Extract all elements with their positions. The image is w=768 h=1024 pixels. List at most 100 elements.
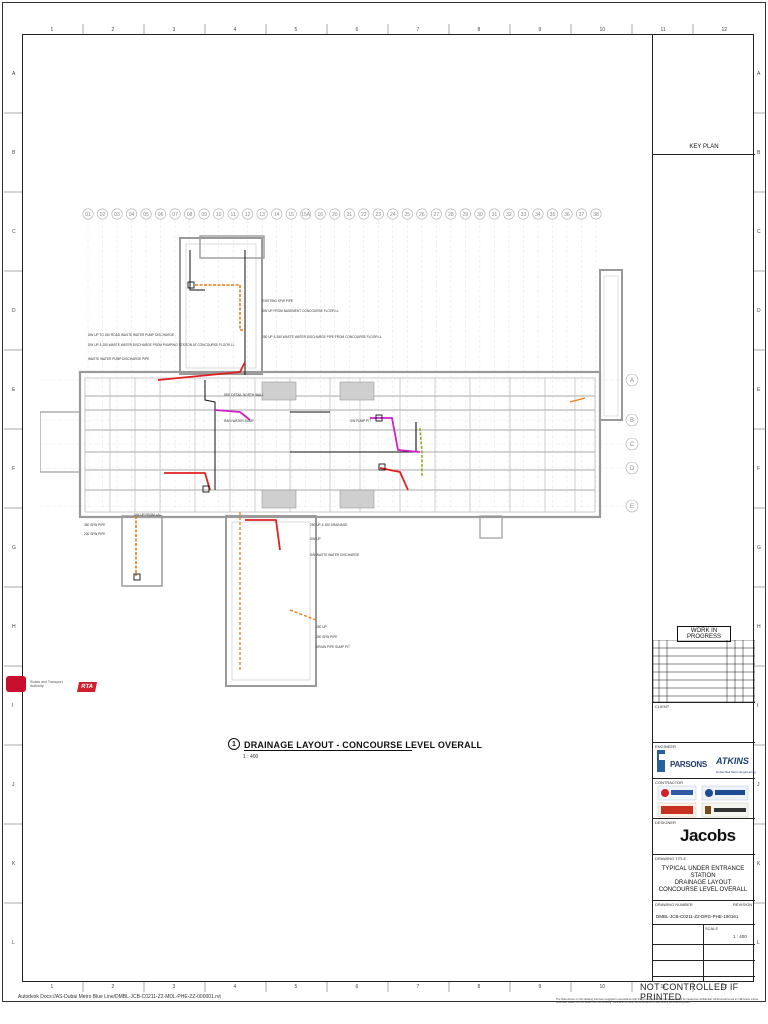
drain-pipe-orange <box>195 284 245 331</box>
axis-bubble <box>503 208 515 220</box>
callout-label: SW WASTE WATER DISCHARGE <box>310 553 359 557</box>
rta-logo: RTA <box>76 682 98 692</box>
axis-bubble <box>82 208 94 220</box>
drawing-title-label: DRAWING TITLE <box>655 856 687 861</box>
axis-bubble <box>401 208 413 220</box>
axis-bubble <box>227 208 239 220</box>
contractor-logos <box>657 785 749 818</box>
grid-row-label: F <box>12 465 16 472</box>
axis-label: 38 <box>593 212 599 218</box>
axis-label: 15 <box>288 212 294 218</box>
grid-col-label: 4 <box>233 27 237 33</box>
callout-label: DW UP TO 150 ROAD WASTE WATER PUMP DISCH… <box>88 333 174 337</box>
axis-label: 37 <box>579 212 585 218</box>
axis-bubble <box>314 208 326 220</box>
grid-col-label: 2 <box>111 984 115 990</box>
axis-bubble <box>213 208 225 220</box>
right-entrance-inner <box>603 275 619 417</box>
row-bubble <box>625 461 639 475</box>
axis-label: 08 <box>187 212 193 218</box>
grid-row-label: L <box>757 939 760 946</box>
grid-row-label: D <box>757 307 761 314</box>
grid-row-label: E <box>12 386 16 393</box>
axis-label: 28 <box>448 212 454 218</box>
view-number-bubble: 1 <box>228 738 240 750</box>
grid-col-label: 8 <box>477 984 481 990</box>
client-logo-emblem <box>6 676 26 692</box>
axis-label: 21 <box>346 212 352 218</box>
axis-label: 31 <box>492 212 498 218</box>
axis-label: 23 <box>376 212 382 218</box>
pump-pit <box>133 573 141 581</box>
south-east-stub <box>479 515 503 539</box>
axis-bubble <box>184 208 196 220</box>
file-path: Autodesk Docs://AS-Dubai Metro Blue Line… <box>18 994 221 1000</box>
axis-label: 22 <box>361 212 367 218</box>
callout-label: 250 SFW PIPE <box>316 635 337 639</box>
axis-bubble <box>387 208 399 220</box>
axis-bubble <box>300 208 312 220</box>
axis-label: 35 <box>550 212 556 218</box>
grid-row-label: H <box>757 623 761 630</box>
axis-label: 02 <box>100 212 106 218</box>
callout-label: RAIN WATER SUMP <box>224 419 254 423</box>
row-bubble <box>625 413 639 427</box>
axis-label: 24 <box>390 212 396 218</box>
axis-bubble <box>546 208 558 220</box>
atkins-logo: ATKINS <box>716 756 749 766</box>
grid-row-label: F <box>757 465 761 472</box>
axis-bubble <box>256 208 268 220</box>
callout-label: EXISTING SFW PIPE <box>262 299 293 303</box>
axis-label: 06 <box>158 212 164 218</box>
drawing-number: DMBL-JCB-C0211-Z2-DRG-PHE-150161 <box>656 914 739 919</box>
axis-bubble <box>358 208 370 220</box>
axis-label: 26 <box>419 212 425 218</box>
grid-col-label: 8 <box>477 27 481 33</box>
grid-row-label: C <box>12 228 16 235</box>
axis-bubble <box>155 208 167 220</box>
axis-label: 11 <box>231 212 236 218</box>
grid-row-label: H <box>12 623 16 630</box>
project-title-line-3: CONCOURSE LEVEL OVERALL <box>658 887 748 893</box>
axis-bubble <box>343 208 355 220</box>
callout-label: 350 SFW PIPE <box>84 523 105 527</box>
grid-col-label: 2 <box>111 27 115 33</box>
axis-label: 01 <box>85 212 91 218</box>
stair-block <box>261 489 297 509</box>
grid-col-label: 7 <box>416 984 420 990</box>
callout-label: DW UP FROM BASEMENT CONCOURSE FLOOR LL <box>262 309 339 313</box>
grid-col-label: 10 <box>599 27 606 33</box>
work-in-progress-stamp: WORK IN PROGRESS <box>677 626 731 642</box>
axis-bubble <box>474 208 486 220</box>
drain-pipe-red <box>379 467 409 491</box>
axis-bubble <box>561 208 573 220</box>
grid-row-label: A <box>12 70 16 77</box>
grid-col-label: 12 <box>721 27 728 33</box>
axis-bubble <box>126 208 138 220</box>
sheet-outer-border <box>2 2 766 1002</box>
concourse-inner <box>84 377 596 513</box>
axis-bubble <box>416 208 428 220</box>
axis-bubble <box>285 208 297 220</box>
row-bubble <box>625 373 639 387</box>
row-bubble <box>625 499 639 513</box>
grid-row-label: B <box>12 149 16 156</box>
grid-row-label: E <box>757 386 761 393</box>
drain-pipe-magenta <box>370 417 421 453</box>
project-title: TYPICAL UNDER ENTRANCE STATION DRAINAGE … <box>656 866 750 894</box>
row-label: C <box>630 442 635 448</box>
client-name: Roads and Transport Authority <box>30 680 63 688</box>
sheet-inner-border <box>22 34 754 982</box>
axis-bubble <box>271 208 283 220</box>
drain-pipe-red <box>245 519 281 551</box>
grid-row-label: J <box>757 781 760 788</box>
south-west-leg <box>121 515 163 587</box>
axis-bubble <box>459 208 471 220</box>
axis-bubble <box>169 208 181 220</box>
grid-row-label: I <box>757 702 759 709</box>
axis-label: 27 <box>434 212 440 218</box>
grid-col-label: 4 <box>233 984 237 990</box>
atkins-subtitle: Dubai Mail Metro Engineering <box>716 770 756 774</box>
